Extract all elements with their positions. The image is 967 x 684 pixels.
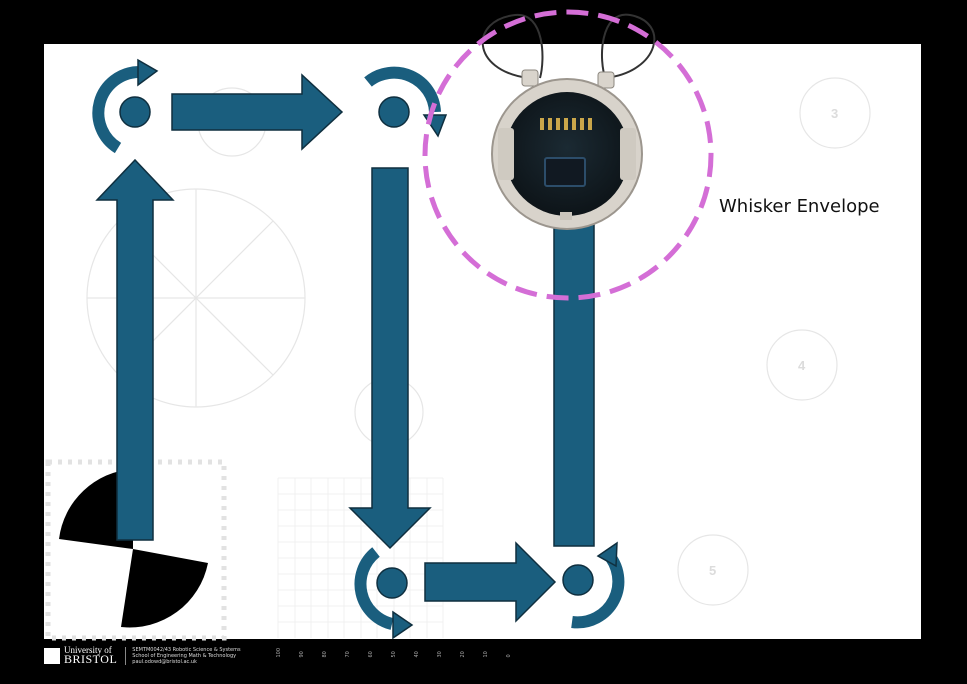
frame-bottom [0,639,967,684]
whisker-envelope-label: Whisker Envelope [719,196,880,217]
robot-bumper-right [620,128,636,180]
calibration-wedge-right [121,549,208,628]
whisker-right [601,13,656,81]
whisker-mount-right [597,71,615,89]
whisker-left [481,13,544,79]
logo-big-text: BRISTOL [64,652,118,666]
whisker-mount-left [521,69,539,87]
arrow-up-left [95,158,175,541]
faint-markings [86,77,871,606]
footer: University of BRISTOL SEMTM0042/43 Robot… [44,646,241,665]
rotation-node-bottom-middle [354,547,414,640]
ruler-label: 80 [322,651,328,658]
ruler-label: 60 [368,651,374,658]
footer-line: SEMTM0042/43 Robotic Science & Systems [132,646,241,653]
robot-usb [560,212,572,220]
logo-small-text: University of [64,645,112,655]
frame-right [921,0,967,684]
station-circle-4 [766,329,838,401]
circular-arrow-icon [92,66,140,154]
university-crest-icon [44,647,60,664]
footer-line: School of Engineering Math & Technology [132,652,237,659]
footer-info: SEMTM0042/43 Robotic Science & Systems S… [125,646,241,665]
robot-components [540,118,592,130]
arrow-right-bottom [424,541,557,623]
ruler-label: 100 [276,648,282,658]
dotted-start-box [45,459,227,641]
ruler-label: 40 [414,651,420,658]
arrow-down-middle [348,167,432,550]
circular-arrow-icon [354,547,394,630]
station-circle-5 [677,534,749,606]
robot-board [505,92,629,216]
robot-image [481,13,656,230]
circular-arrow-head [137,58,159,87]
ruler-label: 10 [483,651,489,658]
ruler-label: 90 [299,651,305,658]
ruler-label: 20 [460,651,466,658]
circular-arrow-head [392,610,414,640]
circular-arrow-head [596,541,618,568]
frame-left [0,0,44,684]
robot-bumper-left [498,128,514,180]
path-arrows [95,73,595,623]
ruler-label: 30 [437,651,443,658]
station-label-4: 4 [798,358,806,373]
circular-arrow-icon [364,66,441,113]
whisker-envelope-circle [422,9,714,301]
robot-screen [544,157,586,187]
university-logo: University of BRISTOL [44,646,117,665]
rotation-node-top-left [92,58,159,154]
arrow-right-top [171,73,344,151]
ruler-label: 0 [506,654,512,658]
calibration-wedge-left [59,469,133,549]
path-bar-right [553,209,595,547]
ruler-labels: 100 90 80 70 60 50 40 30 20 10 0 [276,648,512,658]
station-label-5: 5 [709,563,717,578]
station-label-3: 3 [831,106,839,121]
footer-line: paul.odowd@bristol.ac.uk [132,658,197,665]
faint-grid [277,477,444,638]
ruler-label: 70 [345,651,351,658]
ruler-label: 50 [391,651,397,658]
station-circle-3 [799,77,871,149]
rotation-node-bottom-right [562,541,625,629]
